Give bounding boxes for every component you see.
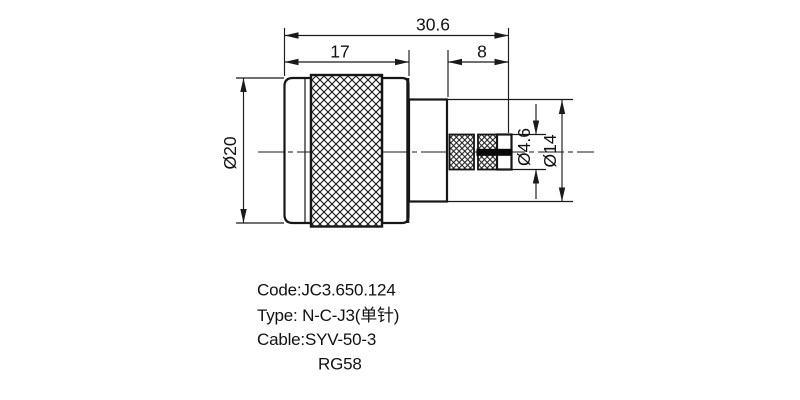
dim-rear-diameter-label: Ø14 [540,134,560,167]
note-cable-alt: RG58 [318,355,362,374]
dim-tail-length-label: 8 [477,42,487,62]
dim-pin-diameter-label: Ø4.6 [514,128,534,166]
dim-rear-diameter: Ø14 [447,98,573,203]
note-block: Code:JC3.650.124 Type: N-C-J3(单针) Cable:… [257,281,399,374]
connector-body [258,73,594,228]
note-cable: Cable:SYV-50-3 [257,330,376,349]
contact-pin [476,148,513,156]
dim-body-diameter: Ø20 [220,77,284,224]
dim-overall-length-label: 30.6 [416,15,450,35]
front-cap-right [380,76,410,225]
front-cap-left [283,76,313,225]
dim-body-length-label: 17 [330,42,349,62]
dim-tail-length: 8 [447,42,509,97]
note-code: Code:JC3.650.124 [257,281,396,300]
dim-body-diameter-label: Ø20 [220,136,240,169]
dim-body-length: 17 [284,42,410,76]
pin-base-knurl-a [448,133,475,171]
knurled-ring [309,73,384,228]
dim-pin-diameter: Ø4.6 [512,104,546,199]
note-type: Type: N-C-J3(单针) [257,306,399,325]
rear-body [407,98,449,203]
dim-overall-length: 30.6 [283,15,510,133]
